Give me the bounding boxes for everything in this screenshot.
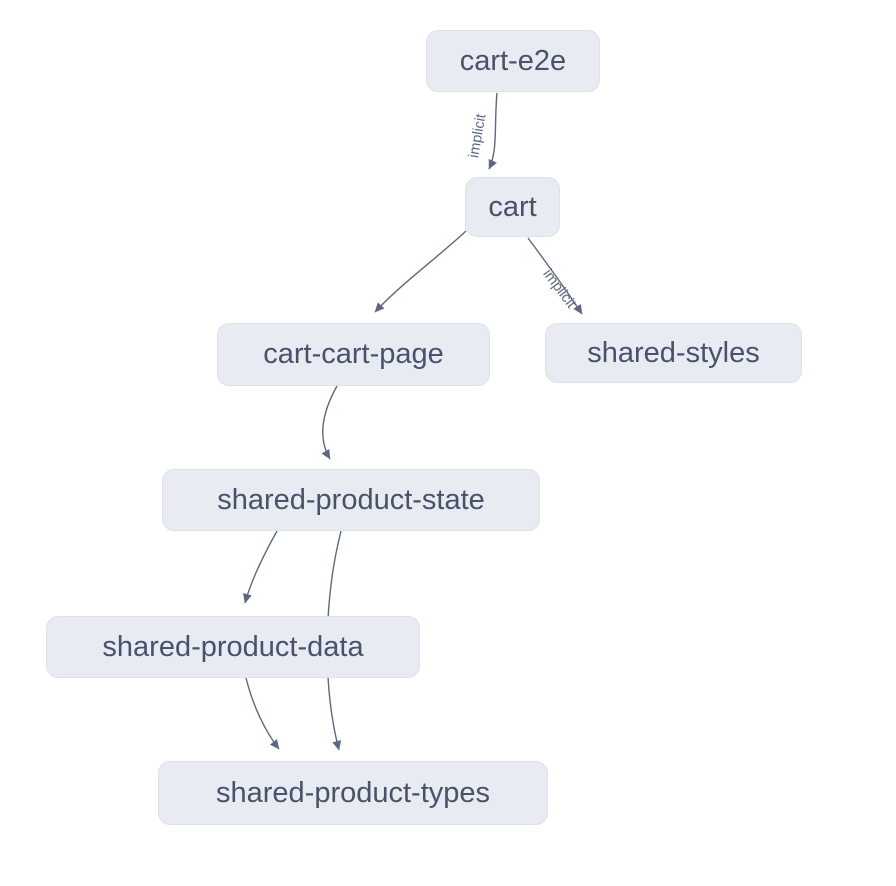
edge-label-implicit: implicit xyxy=(539,266,578,311)
node-label: cart-cart-page xyxy=(263,338,444,370)
edge-shared-product-state-to-shared-product-data xyxy=(243,530,278,604)
edge-line xyxy=(488,92,498,170)
edge-line xyxy=(245,677,280,750)
edge-cart-to-shared-styles: implicit xyxy=(527,237,583,315)
node-label: cart-e2e xyxy=(459,44,567,77)
edge-line xyxy=(527,237,583,315)
edge-cart-to-cart-cart-page xyxy=(374,230,467,313)
edge-label-implicit: implicit xyxy=(466,113,489,159)
node-label: shared-product-data xyxy=(102,630,364,663)
edge-line xyxy=(243,530,278,604)
edge-cart-e2e-to-cart: implicit xyxy=(466,92,498,170)
node-label: shared-styles xyxy=(587,336,760,369)
node-label: cart xyxy=(488,190,537,223)
node-shared-product-data[interactable]: shared-product-data xyxy=(46,616,420,678)
node-label: shared-product-state xyxy=(217,483,485,516)
node-cart-cart-page[interactable]: cart-cart-page xyxy=(217,323,490,386)
edge-line xyxy=(374,230,467,313)
edge-shared-product-data-to-shared-product-types xyxy=(245,677,280,750)
node-shared-styles[interactable]: shared-styles xyxy=(545,323,802,383)
node-cart-e2e[interactable]: cart-e2e xyxy=(426,30,600,92)
edge-line xyxy=(321,385,338,460)
node-shared-product-state[interactable]: shared-product-state xyxy=(162,469,540,531)
node-label: shared-product-types xyxy=(215,776,491,809)
node-shared-product-types[interactable]: shared-product-types xyxy=(158,761,548,825)
edge-cart-cart-page-to-shared-product-state xyxy=(321,385,338,460)
node-cart[interactable]: cart xyxy=(465,177,560,237)
